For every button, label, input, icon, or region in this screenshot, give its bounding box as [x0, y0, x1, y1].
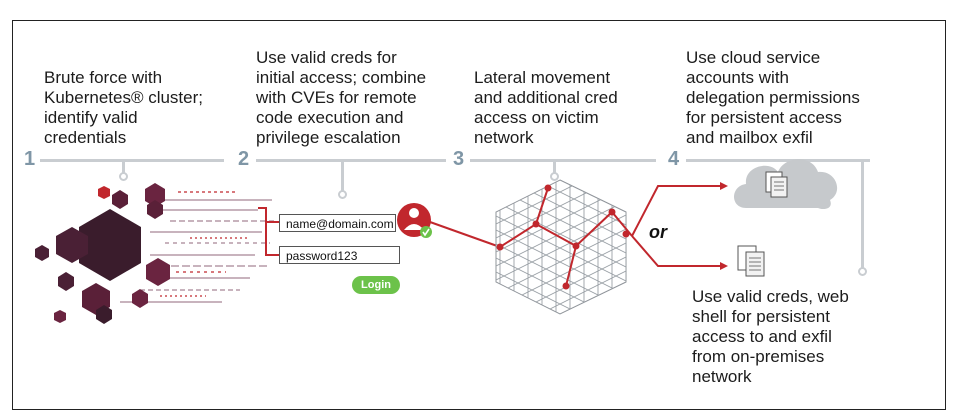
- step-1-line: identify valid: [44, 108, 138, 127]
- on-premises-description: Use valid creds, web shell for persisten…: [692, 287, 849, 387]
- on-premises-line: from on-premises: [692, 347, 825, 366]
- documents-icon: [765, 171, 788, 198]
- connector-dot-1: [119, 172, 128, 181]
- step-3-line: access on victim: [474, 108, 599, 127]
- step-4-line: delegation permissions: [686, 88, 860, 107]
- step-2-line: initial access; combine: [256, 68, 427, 87]
- step-1-line: credentials: [44, 128, 127, 147]
- step-3-line: and additional cred: [474, 88, 618, 107]
- connector-dot-3: [550, 172, 559, 181]
- step-4-line: and mailbox exfil: [686, 128, 813, 147]
- step-2-line: Use valid creds for: [256, 48, 397, 67]
- step-4-line: Use cloud service: [686, 48, 821, 67]
- arrow-heads: [720, 182, 728, 270]
- on-premises-line: network: [692, 367, 752, 386]
- connector-line-2: [256, 159, 446, 162]
- checkmark-badge-icon: [420, 226, 432, 238]
- connector-drop-2: [341, 161, 344, 191]
- on-premises-line: shell for persistent: [692, 307, 830, 326]
- connector-dot-2: [338, 190, 347, 199]
- step-3-line: network: [474, 128, 534, 147]
- connector-drop-3: [553, 161, 556, 173]
- step-1-description: Brute force with Kubernetes® cluster; id…: [44, 68, 203, 148]
- step-3-line: Lateral movement: [474, 68, 611, 87]
- network-mesh-icon: [495, 179, 633, 315]
- step-1-line: Kubernetes® cluster;: [44, 88, 203, 107]
- step-number-4: 4: [668, 148, 680, 170]
- step-4-description: Use cloud service accounts with delegati…: [686, 48, 860, 148]
- diagram-frame: [12, 20, 946, 410]
- step-number-3: 3: [453, 148, 465, 170]
- step-3-description: Lateral movement and additional cred acc…: [474, 68, 618, 148]
- step-1-line: Brute force with: [44, 68, 163, 87]
- step-4-line: accounts with: [686, 68, 789, 87]
- step-2-line: code execution and: [256, 108, 404, 127]
- step-2-description: Use valid creds for initial access; comb…: [256, 48, 426, 148]
- hexagon-cluster-icon: [35, 183, 274, 324]
- connector-line-3: [470, 159, 656, 162]
- step-2-line: with CVEs for remote: [256, 88, 417, 107]
- password-field[interactable]: password123: [279, 246, 400, 264]
- connector-dot-4: [858, 267, 867, 276]
- username-field[interactable]: name@domain.com: [279, 214, 396, 232]
- attack-path-lines: [258, 185, 720, 267]
- on-premises-line: access to and exfil: [692, 327, 832, 346]
- step-number-2: 2: [238, 148, 250, 170]
- or-label: or: [649, 222, 667, 242]
- step-number-1: 1: [24, 148, 36, 170]
- server-documents-icon: [737, 245, 765, 277]
- login-button[interactable]: Login: [352, 276, 400, 294]
- connector-line-4: [686, 159, 870, 162]
- step-4-line: for persistent access: [686, 108, 842, 127]
- connector-drop-1: [122, 161, 125, 173]
- connector-drop-4: [861, 161, 864, 269]
- step-2-line: privilege escalation: [256, 128, 401, 147]
- on-premises-line: Use valid creds, web: [692, 287, 849, 306]
- connector-line-1: [40, 159, 224, 162]
